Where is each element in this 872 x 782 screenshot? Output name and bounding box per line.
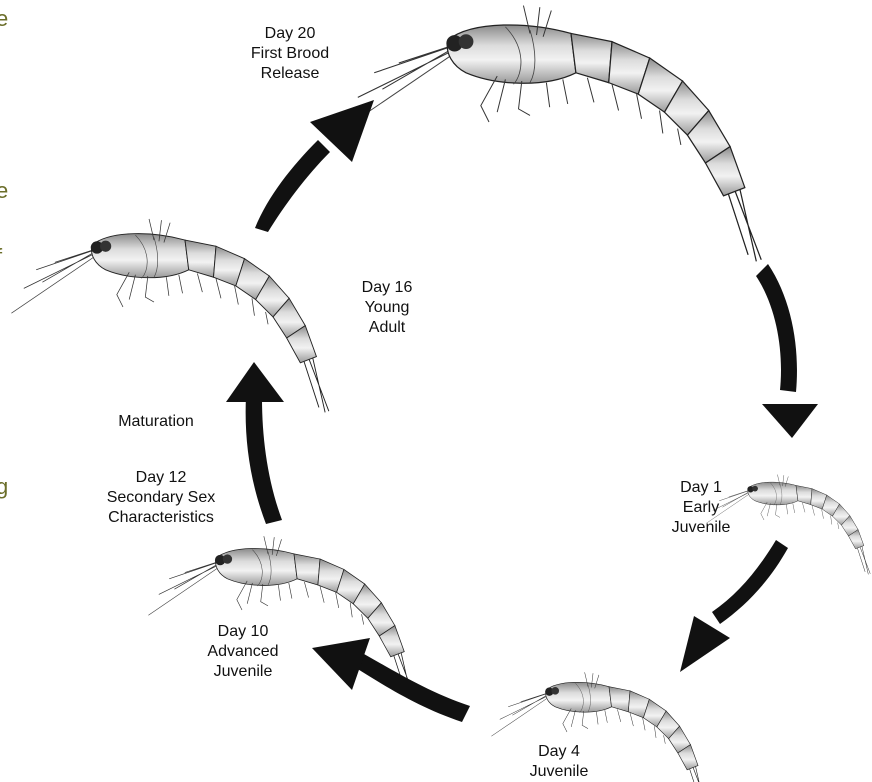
krill-day16-illustration [11, 219, 328, 412]
label-day20: Day 20 First Brood Release [230, 24, 350, 84]
label-day4: Day 4 Juvenile [514, 742, 604, 782]
krill-day20-illustration [341, 6, 761, 262]
arrow-brood-to-early-juvenile [756, 264, 818, 438]
label-day10: Day 10 Advanced Juvenile [188, 622, 298, 682]
label-day16: Day 16 Young Adult [332, 278, 442, 338]
label-day1: Day 1 Early Juvenile [656, 478, 746, 538]
label-day12: Day 12 Secondary Sex Characteristics [86, 468, 236, 528]
label-maturation: Maturation [96, 412, 216, 432]
arrow-young-adult-to-brood [255, 100, 374, 232]
arrow-early-to-juvenile [680, 540, 788, 672]
